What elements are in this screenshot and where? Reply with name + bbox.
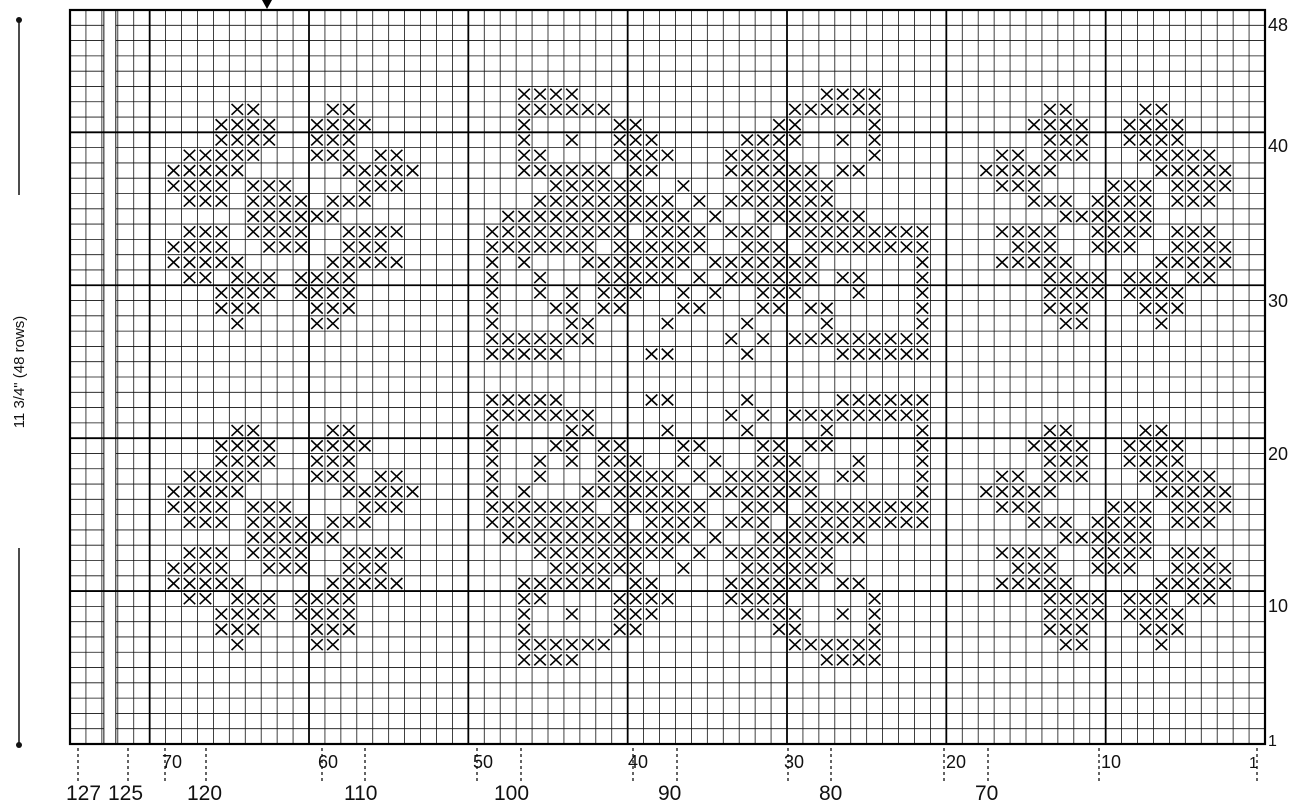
total-label: 90 bbox=[658, 782, 681, 805]
row-number: 40 bbox=[1268, 136, 1288, 156]
row-number: 10 bbox=[1268, 596, 1288, 616]
side-measure-label: 11 3/4" (48 rows) bbox=[11, 316, 28, 429]
side-measure-dot-top bbox=[16, 17, 22, 23]
blank-strip bbox=[104, 10, 116, 744]
total-label: 100 bbox=[494, 782, 529, 805]
stitch-label: 70 bbox=[162, 752, 182, 772]
stitch-label: 50 bbox=[473, 752, 493, 772]
row-number: 1 bbox=[1268, 733, 1277, 750]
row-number: 48 bbox=[1268, 15, 1288, 35]
stitch-label: 1 bbox=[1249, 755, 1258, 772]
total-label: 110 bbox=[344, 782, 377, 805]
total-label: 70 bbox=[975, 782, 998, 805]
row-number: 30 bbox=[1268, 291, 1288, 311]
row-number: 20 bbox=[1268, 444, 1288, 464]
side-measure-dot-bottom bbox=[16, 742, 22, 748]
stitch-label: 30 bbox=[784, 752, 804, 772]
total-label: 120 bbox=[187, 782, 222, 805]
total-label: 125 bbox=[108, 782, 143, 805]
top-arrow-icon bbox=[262, 0, 272, 9]
stitch-label: 40 bbox=[628, 752, 648, 772]
stitch-label: 60 bbox=[318, 752, 338, 772]
stitch-label: 20 bbox=[946, 752, 966, 772]
stitch-label: 10 bbox=[1101, 752, 1121, 772]
total-label: 80 bbox=[819, 782, 842, 805]
total-label: 127 bbox=[66, 782, 101, 805]
